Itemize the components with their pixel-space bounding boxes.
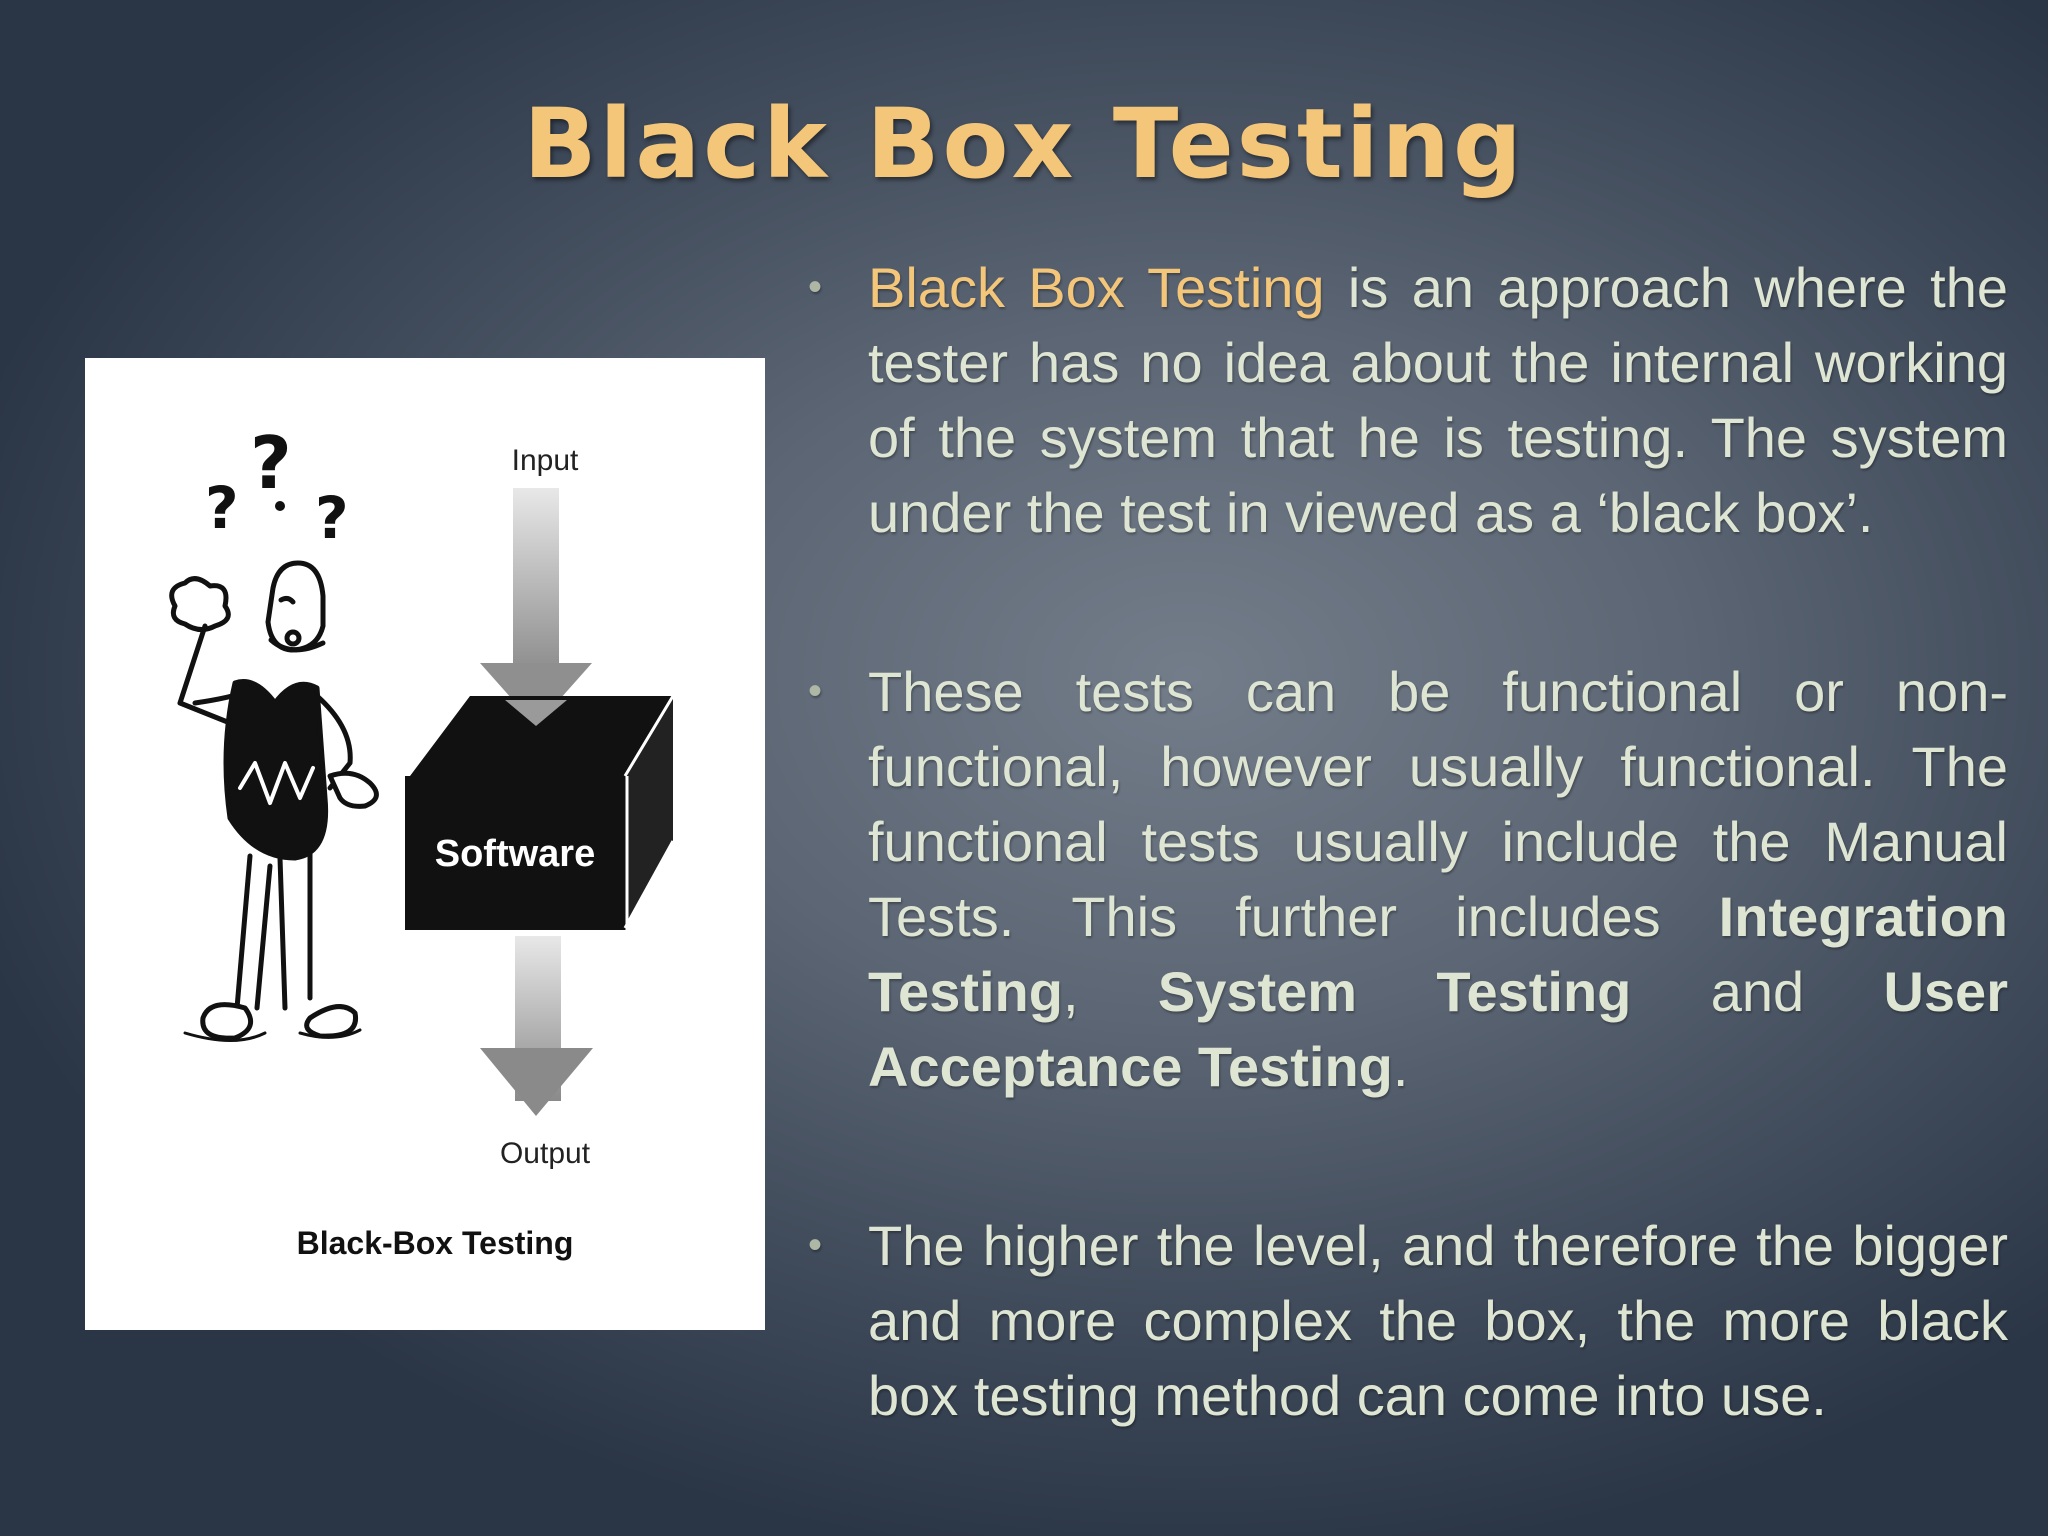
slide-title: Black Box Testing [523, 88, 1525, 200]
bullet-point-icon: • [808, 669, 823, 713]
question-marks-icon: ? ? ? [205, 421, 349, 552]
bold-term: Integration Testing [868, 885, 2008, 1023]
figure-caption: Black-Box Testing [297, 1225, 574, 1261]
bullet-point-icon: • [808, 265, 823, 309]
bullet-list: • Black Box Testing is an approach where … [808, 250, 2008, 1433]
bullet-text: These tests can be functional or non-fun… [868, 660, 2008, 948]
black-box-illustration: ? ? ? [85, 358, 765, 1330]
svg-text:?: ? [250, 421, 292, 505]
svg-text:?: ? [205, 474, 239, 542]
bullet-text: is an approach where the tester has no i… [868, 256, 2008, 544]
highlighted-term: Black Box Testing [868, 256, 1325, 319]
bullet-text: , [1062, 960, 1158, 1023]
output-arrow-icon [480, 936, 593, 1116]
confused-tester-icon [169, 560, 379, 1042]
software-label: Software [435, 833, 595, 875]
bold-term: User Acceptance Testing [868, 960, 2008, 1098]
bullet-item: • The higher the level, and therefore the… [808, 1208, 2008, 1433]
input-arrow-icon [480, 488, 592, 726]
bullet-item: • Black Box Testing is an approach where … [808, 250, 2008, 550]
bullet-text: and [1631, 960, 1884, 1023]
bullet-text: . [1392, 1035, 1409, 1098]
bullet-item: • These tests can be functional or non-fu… [808, 654, 2008, 1104]
software-box-icon [405, 695, 675, 930]
bullet-point-icon: • [808, 1223, 823, 1267]
output-label: Output [500, 1137, 591, 1170]
input-label: Input [512, 444, 579, 477]
svg-text:?: ? [315, 484, 349, 552]
bullet-text: The higher the level, and therefore the … [868, 1214, 2008, 1427]
bold-term: System Testing [1157, 960, 1632, 1023]
